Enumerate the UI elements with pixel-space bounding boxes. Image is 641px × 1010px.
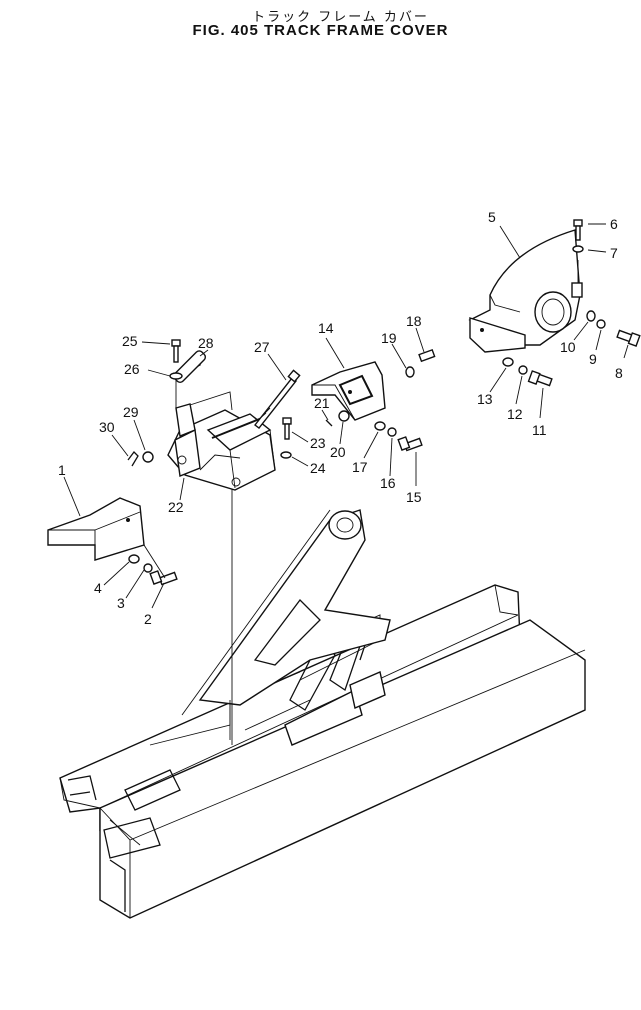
bolt-2	[149, 570, 178, 586]
callout-28: 28	[198, 335, 214, 351]
callout-6: 6	[610, 216, 618, 232]
lock-washer-9	[596, 319, 606, 329]
callout-leaders	[63, 223, 629, 609]
track-frame	[59, 509, 586, 919]
callout-21: 21	[314, 395, 330, 411]
washer-4	[128, 554, 140, 564]
figure-title: FIG. 405 TRACK FRAME COVER	[192, 22, 449, 39]
callout-2: 2	[144, 611, 152, 627]
callout-13: 13	[477, 391, 493, 407]
callout-25: 25	[122, 333, 138, 349]
bolt-23	[282, 417, 292, 440]
callout-10: 10	[560, 339, 576, 355]
figure-title-japanese: トラック フレーム カバー	[252, 10, 429, 25]
bolt-11	[527, 370, 553, 387]
washer-20	[338, 410, 350, 422]
callout-numbers: 1 2 3 4 5 6 7 8 9 10 11 12 13 14 15 16 1…	[58, 209, 623, 627]
lock-washer-12	[518, 365, 528, 375]
callout-15: 15	[406, 489, 422, 505]
callout-4: 4	[94, 580, 102, 596]
cotter-pin-30	[127, 451, 139, 467]
bolt-18	[418, 348, 436, 363]
callout-19: 19	[381, 330, 397, 346]
bolt-8	[616, 329, 641, 347]
callout-9: 9	[589, 351, 597, 367]
callout-5: 5	[488, 209, 496, 225]
long-bolt-27	[254, 369, 301, 429]
cover-bracket-22	[167, 391, 276, 491]
callout-23: 23	[310, 435, 326, 451]
callout-14: 14	[318, 320, 334, 336]
callout-8: 8	[615, 365, 623, 381]
lock-washer-16	[387, 427, 397, 437]
washer-19	[405, 366, 415, 378]
callout-26: 26	[124, 361, 140, 377]
callout-7: 7	[610, 245, 618, 261]
washer-10	[586, 310, 596, 322]
nut-29	[142, 451, 154, 463]
callout-12: 12	[507, 406, 523, 422]
callout-18: 18	[406, 313, 422, 329]
callout-1: 1	[58, 462, 66, 478]
callout-17: 17	[352, 459, 368, 475]
callout-16: 16	[380, 475, 396, 491]
bolt-6	[573, 219, 583, 241]
washer-7	[572, 245, 584, 253]
callout-22: 22	[168, 499, 184, 515]
washer-24	[280, 451, 292, 459]
callout-3: 3	[117, 595, 125, 611]
callout-27: 27	[254, 339, 270, 355]
sprocket-cover-5	[468, 229, 583, 353]
washer-13	[502, 357, 514, 367]
callout-24: 24	[310, 460, 326, 476]
callout-30: 30	[99, 419, 115, 435]
pin-21	[325, 419, 333, 427]
washer-26	[169, 372, 183, 380]
lock-washer-3	[143, 563, 153, 573]
front-cover	[47, 497, 145, 561]
callout-11: 11	[532, 422, 547, 438]
washer-17	[374, 421, 386, 431]
callout-20: 20	[330, 444, 346, 460]
upper-cover-14	[311, 361, 386, 421]
bolt-25	[171, 339, 181, 363]
callout-29: 29	[123, 404, 139, 420]
bolt-15	[397, 436, 423, 452]
